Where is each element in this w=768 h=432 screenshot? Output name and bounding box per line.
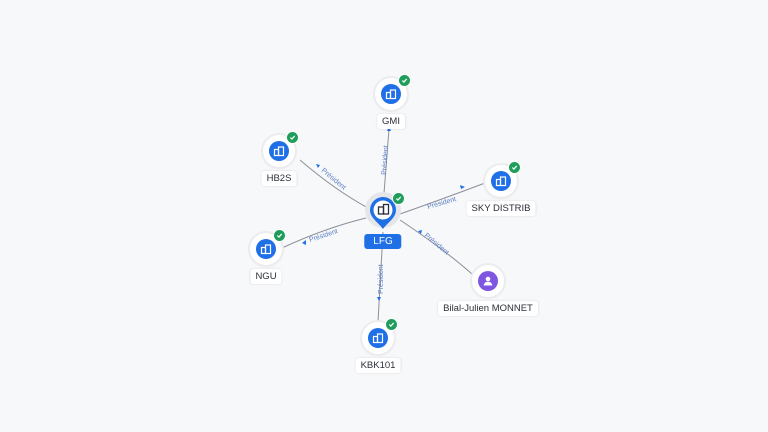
- edge-bilal: [399, 219, 473, 275]
- node-label-bilal-julien-monnet[interactable]: Bilal-Julien MONNET: [438, 301, 538, 316]
- node-label-kbk101[interactable]: KBK101: [355, 358, 401, 373]
- node-label-hb2s[interactable]: HB2S: [261, 171, 297, 186]
- verified-check-icon: [508, 161, 521, 174]
- edge-label-kbk: Président: [378, 264, 385, 294]
- verified-check-icon: [385, 318, 398, 331]
- edge-arrow-hb2s: [316, 164, 320, 168]
- node-label-lfg[interactable]: LFG: [364, 234, 402, 249]
- edge-hb2s: [299, 159, 369, 209]
- verified-check-icon: [398, 74, 411, 87]
- node-circle-gmi[interactable]: [375, 74, 411, 110]
- building-icon: [377, 203, 390, 215]
- building-icon: [260, 244, 272, 255]
- edge-label-sky: Président: [427, 196, 457, 211]
- building-icon: [372, 333, 384, 344]
- node-circle-ngu[interactable]: [250, 229, 286, 265]
- edge-arrow-ngu: [302, 240, 306, 245]
- edge-arrow-kbk: [377, 297, 381, 301]
- person-icon: [483, 276, 493, 286]
- building-icon: [385, 89, 397, 100]
- center-pin[interactable]: [364, 192, 405, 234]
- edge-label-gmi: Président: [381, 145, 390, 175]
- edge-ngu: [281, 217, 367, 249]
- node-label-gmi[interactable]: GMI: [377, 114, 405, 129]
- edge-sky: [399, 182, 486, 215]
- verified-check-icon: [286, 131, 299, 144]
- edge-arrow-bilal: [418, 230, 422, 234]
- edge-arrow-sky: [460, 185, 465, 189]
- node-circle-sky-distrib[interactable]: [485, 161, 521, 197]
- node-circle-bilal-julien-monnet[interactable]: [472, 265, 504, 297]
- building-icon: [495, 176, 507, 187]
- building-icon: [273, 146, 285, 157]
- edge-label-bilal: Président: [423, 232, 450, 256]
- node-circle-hb2s[interactable]: [263, 131, 299, 167]
- verified-check-icon: [273, 229, 286, 242]
- node-label-sky-distrib[interactable]: SKY DISTRIB: [466, 201, 536, 216]
- verified-check-icon: [392, 192, 405, 205]
- node-circle-kbk101[interactable]: [362, 318, 398, 354]
- node-label-ngu[interactable]: NGU: [250, 269, 282, 284]
